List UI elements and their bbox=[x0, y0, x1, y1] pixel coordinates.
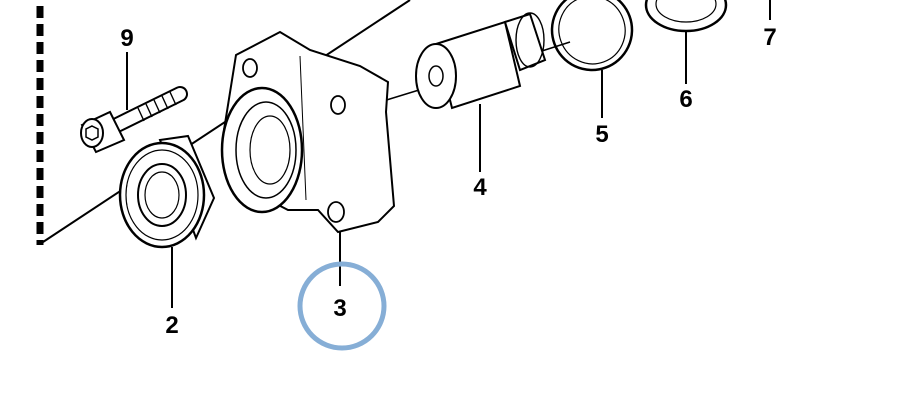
part-6-bearing bbox=[644, 0, 728, 33]
callout-6[interactable]: 6 bbox=[679, 86, 692, 113]
leader-lines bbox=[126, 0, 771, 308]
callout-3-highlight-ring bbox=[297, 261, 387, 351]
part-9-cap-screw bbox=[80, 86, 188, 154]
callout-7[interactable]: 7 bbox=[763, 24, 776, 51]
callout-9[interactable]: 9 bbox=[120, 25, 133, 52]
part-5-o-ring bbox=[550, 0, 634, 72]
callout-5[interactable]: 5 bbox=[595, 121, 608, 148]
part-2-ball-bearing bbox=[118, 134, 216, 249]
callout-2[interactable]: 2 bbox=[165, 312, 178, 339]
part-4-shaft-sleeve bbox=[415, 12, 547, 110]
callout-4[interactable]: 4 bbox=[473, 174, 487, 201]
callout-3[interactable]: 3 bbox=[333, 295, 346, 322]
part-3-flange-housing bbox=[220, 30, 396, 234]
